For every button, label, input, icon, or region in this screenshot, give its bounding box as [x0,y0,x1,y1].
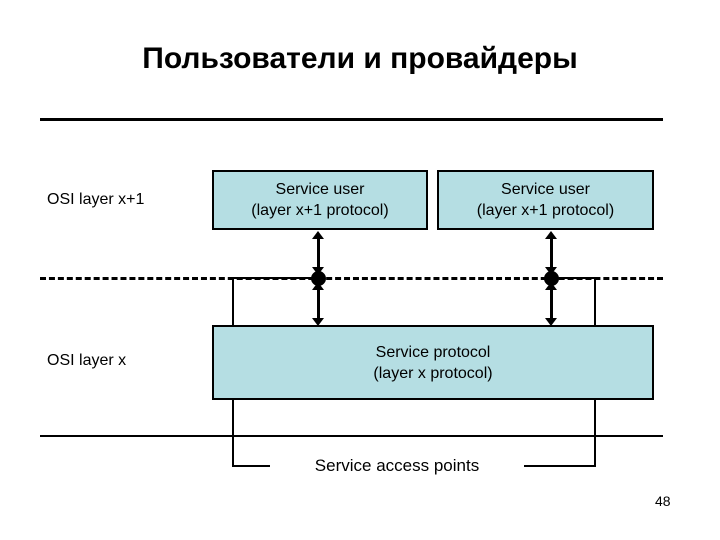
box-service-protocol: Service protocol (layer x protocol) [212,325,654,400]
service-access-point-dot-right [544,271,559,286]
page-number: 48 [655,493,671,509]
box-service-protocol-line1: Service protocol [375,343,491,361]
box-service-user-right-line2: (layer x+1 protocol) [476,202,615,219]
title-divider [40,118,663,121]
service-access-points-label: Service access points [314,456,480,475]
box-service-user-left-line1: Service user [275,181,365,198]
layer-label-upper: OSI layer x+1 [47,191,145,208]
box-service-user-right: Service user (layer x+1 protocol) [437,170,654,230]
service-access-point-dot-left [311,271,326,286]
page-title: Пользователи и провайдеры [142,42,578,75]
layer-label-lower: OSI layer x [47,352,127,369]
box-service-user-right-line1: Service user [501,181,590,198]
sap-label-leader-left [232,465,270,467]
arrow-left-upper-icon [311,231,325,275]
sap-label-leader-right [524,465,596,467]
box-service-user-left: Service user (layer x+1 protocol) [212,170,428,230]
box-service-protocol-line2: (layer x protocol) [373,364,493,382]
arrow-left-lower-icon [311,282,325,326]
layer-boundary-dashed-line [40,277,663,280]
arrow-right-upper-icon [544,231,558,275]
bottom-divider [40,435,663,437]
arrow-right-lower-icon [544,282,558,326]
box-service-user-left-line2: (layer x+1 protocol) [251,202,389,219]
